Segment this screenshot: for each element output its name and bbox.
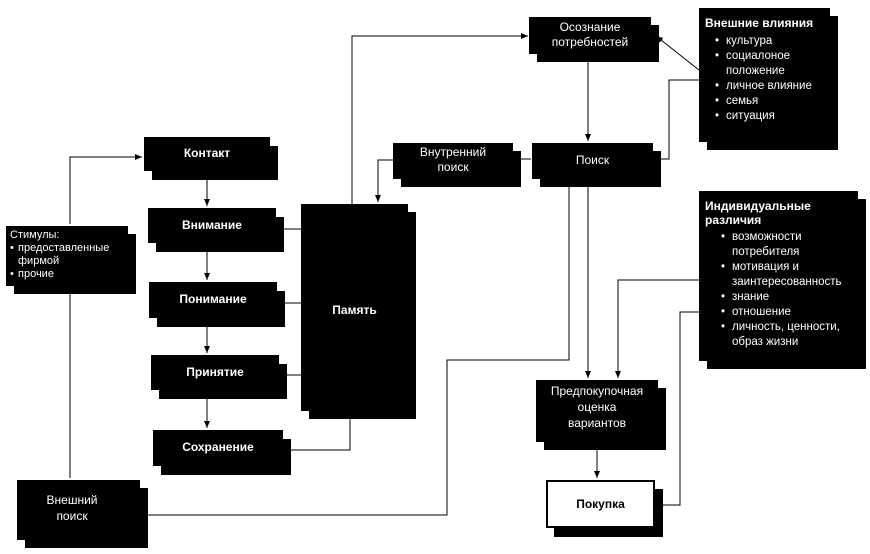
external-influence-item: социалоное bbox=[715, 49, 824, 64]
individual-differences-title-1: Индивидуальные bbox=[705, 199, 811, 213]
individual-difference-item: личность, ценности, bbox=[721, 320, 852, 335]
stimuli-title: Стимулы: bbox=[10, 229, 60, 241]
retention-label: Сохранение bbox=[182, 440, 254, 454]
external-influence-item: положение bbox=[726, 65, 785, 77]
individual-difference-item: возможности bbox=[721, 230, 852, 245]
prepurchase-box: Предпокупочная оценка вариантов bbox=[536, 380, 658, 442]
arrow-stimuli-contact bbox=[69, 154, 142, 224]
arrow-external-need bbox=[655, 35, 700, 71]
arrow-retention-memory bbox=[283, 411, 353, 451]
prepurchase-label-1: Предпокупочная bbox=[550, 384, 644, 398]
memory-label: Память bbox=[332, 303, 377, 317]
purchase-box: Покупка bbox=[546, 480, 655, 528]
arrow-memory-need bbox=[351, 33, 528, 204]
need-recognition-label-2: потребностей bbox=[551, 35, 629, 49]
individual-difference-item: отношение bbox=[721, 305, 852, 320]
internal-search-label-2: поиск bbox=[437, 160, 469, 174]
retention-box: Сохранение bbox=[153, 430, 283, 466]
comprehension-label: Понимание bbox=[179, 292, 247, 306]
external-influence-item: семья bbox=[715, 94, 824, 109]
search-box: Поиск bbox=[532, 143, 653, 179]
acceptance-label: Принятие bbox=[186, 365, 244, 379]
internal-search-label-1: Внутренний bbox=[419, 145, 487, 159]
attention-box: Внимание bbox=[148, 208, 276, 243]
memory-box: Память bbox=[301, 204, 408, 411]
acceptance-box: Принятие bbox=[151, 355, 279, 390]
external-search-label-1: Внешний bbox=[46, 493, 98, 507]
prepurchase-label-2: оценка bbox=[577, 400, 617, 414]
arrow-external-search bbox=[653, 79, 699, 162]
individual-difference-item: знание bbox=[721, 290, 852, 305]
comprehension-box: Понимание bbox=[149, 282, 277, 318]
arrow-individual-prepurchase bbox=[615, 279, 699, 378]
stimuli-item-2: фирмой bbox=[18, 255, 60, 267]
contact-label: Контакт bbox=[183, 146, 231, 160]
individual-difference-item: потребителя bbox=[732, 246, 800, 258]
external-influences-box: Внешние влияния культура социалоное поло… bbox=[699, 8, 830, 142]
arrow-external-search-to-search bbox=[138, 178, 572, 516]
external-influence-item: ситуация bbox=[715, 109, 824, 124]
stimuli-item-3: прочие bbox=[18, 268, 54, 280]
individual-differences-box: Индивидуальные различия возможности потр… bbox=[699, 191, 858, 361]
external-influence-item: культура bbox=[715, 34, 824, 49]
contact-box: Контакт bbox=[144, 137, 270, 171]
external-search-box: Внешний поиск bbox=[17, 480, 140, 540]
purchase-label: Покупка bbox=[576, 497, 625, 511]
external-search-label-2: поиск bbox=[56, 509, 88, 523]
stimuli-box: Стимулы: •предоставленные фирмой •прочие bbox=[6, 226, 128, 286]
prepurchase-label-3: вариантов bbox=[567, 416, 626, 430]
individual-difference-item: мотивация и bbox=[721, 260, 852, 275]
individual-differences-title-2: различия bbox=[705, 213, 762, 227]
external-influences-title: Внешние влияния bbox=[705, 16, 814, 30]
arrow-individual-purchase bbox=[654, 311, 699, 508]
external-influence-item: личное влияние bbox=[715, 79, 824, 94]
search-label: Поиск bbox=[575, 153, 610, 167]
need-recognition-box: Осознание потребностей bbox=[529, 17, 651, 54]
attention-label: Внимание bbox=[182, 218, 242, 232]
individual-difference-item: заинтересованность bbox=[732, 276, 842, 288]
need-recognition-label-1: Осознание bbox=[559, 20, 621, 34]
individual-difference-item: образ жизни bbox=[732, 336, 799, 348]
internal-search-box: Внутренний поиск bbox=[393, 143, 513, 179]
arrow-internal-memory bbox=[375, 159, 393, 202]
stimuli-item-1: предоставленные bbox=[18, 242, 110, 254]
